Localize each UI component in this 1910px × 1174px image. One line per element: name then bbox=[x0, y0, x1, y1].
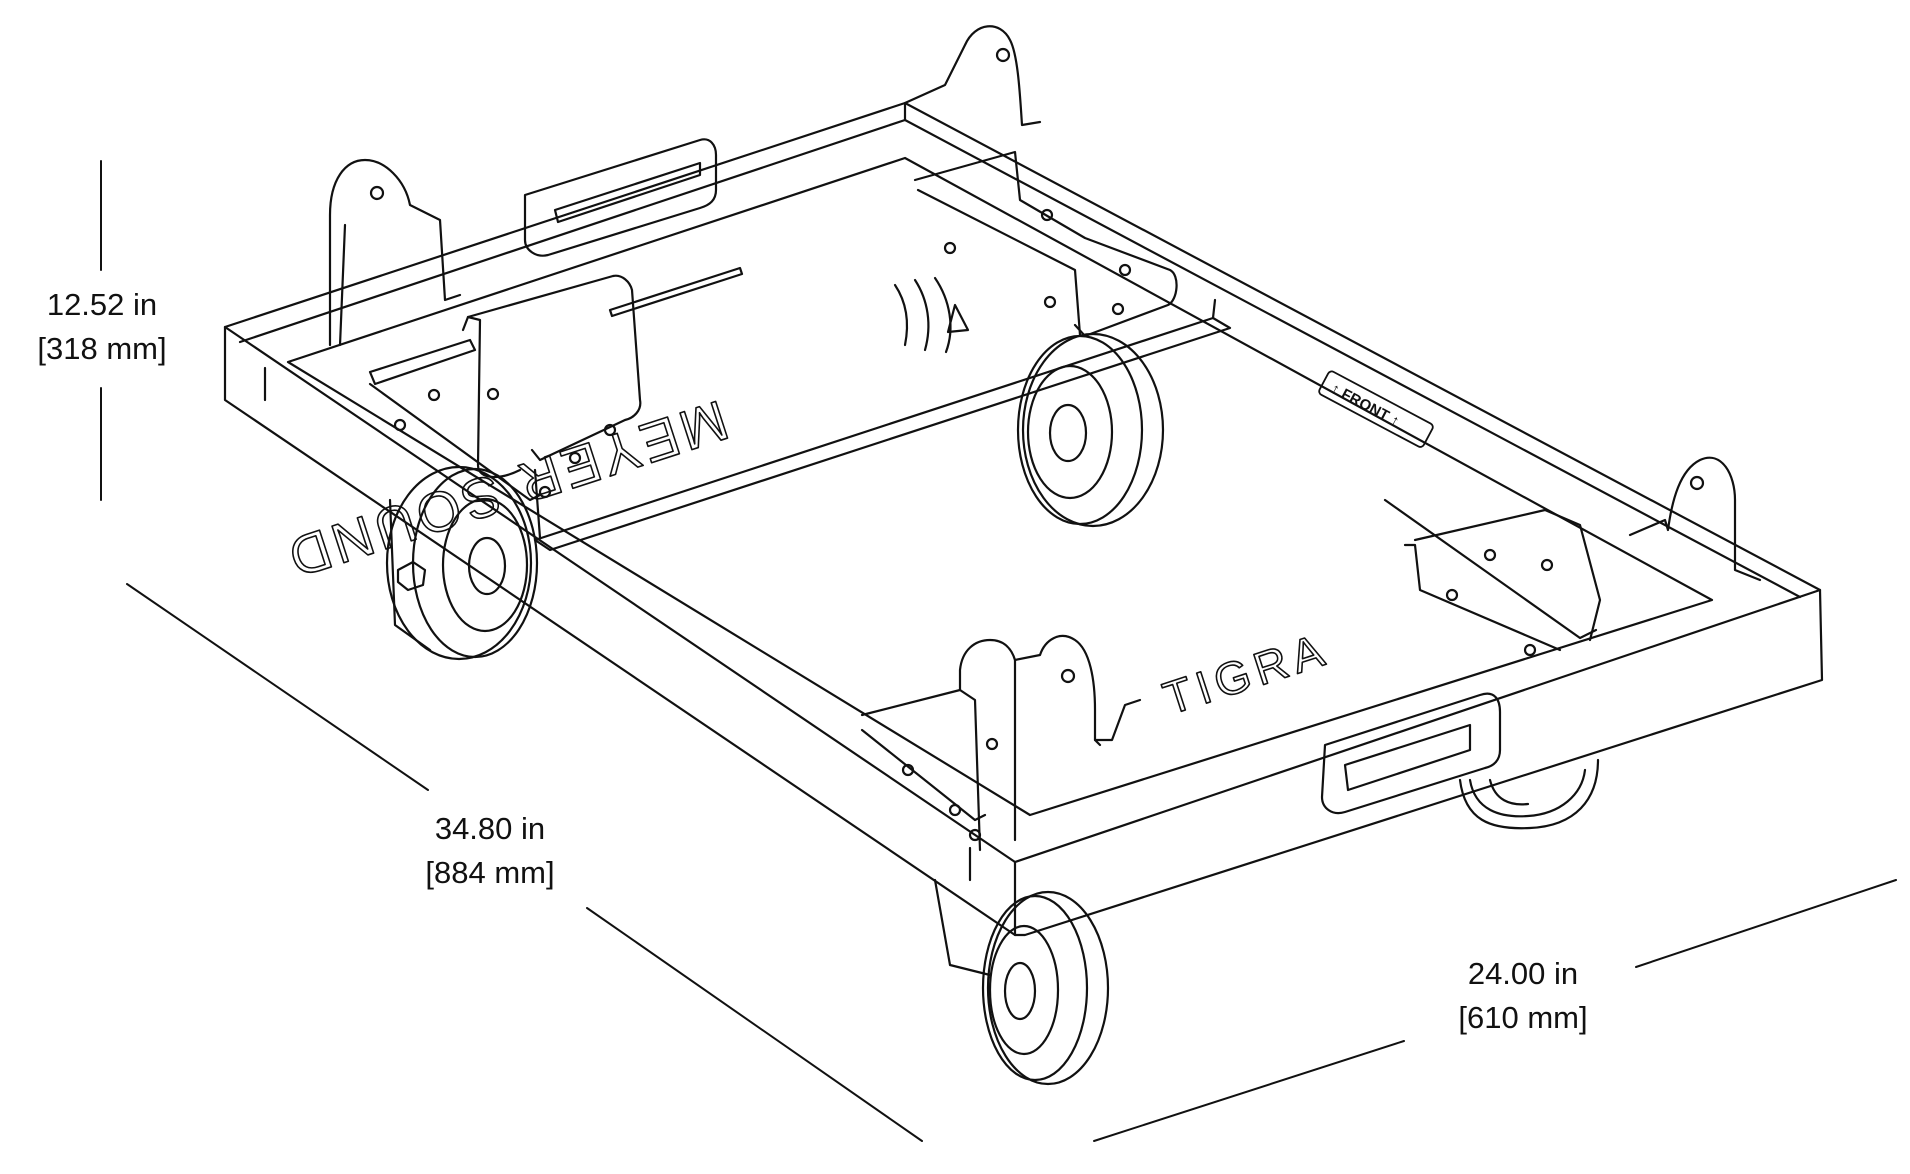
width-metric: [610 mm] bbox=[1458, 1000, 1588, 1035]
bracket-back-left bbox=[368, 274, 642, 502]
rear-handle bbox=[523, 138, 718, 257]
height-metric: [318 mm] bbox=[37, 331, 167, 366]
bracket-back-right bbox=[913, 150, 1178, 338]
width-dimension-label: 24.00 in [610 mm] bbox=[1438, 952, 1608, 1040]
width-imperial: 24.00 in bbox=[1467, 956, 1579, 991]
bracket-front-left bbox=[860, 688, 999, 852]
frame-tray bbox=[286, 156, 1714, 817]
caster-back-right bbox=[1016, 332, 1165, 528]
length-dim-line-upper bbox=[126, 583, 429, 791]
tower-back-left bbox=[328, 158, 462, 347]
logo-slot bbox=[608, 266, 744, 318]
logo-wave-mark bbox=[893, 283, 909, 347]
caster-front-left bbox=[933, 878, 1110, 1086]
front-brand-area: TIGRA bbox=[1156, 622, 1336, 726]
tower-front-right bbox=[1628, 456, 1762, 582]
length-dim-line-lower bbox=[586, 907, 923, 1142]
front-handle bbox=[1320, 692, 1502, 815]
width-dim-line-lower bbox=[1093, 1040, 1405, 1142]
width-dim-line-upper bbox=[1635, 879, 1897, 968]
logo-area: MEYER SOUND bbox=[277, 266, 970, 592]
height-dimension-label: 12.52 in [318 mm] bbox=[22, 283, 182, 371]
length-metric: [884 mm] bbox=[425, 855, 555, 890]
dimension-lines bbox=[100, 160, 1897, 1142]
length-imperial: 34.80 in bbox=[434, 811, 546, 846]
center-divider bbox=[533, 316, 1232, 552]
bracket-front-right bbox=[1383, 498, 1602, 657]
tigra-brand-text: TIGRA bbox=[1157, 622, 1335, 724]
front-label-plate: ↑ FRONT ↑ bbox=[1318, 370, 1434, 448]
tower-back-right bbox=[903, 25, 1042, 127]
length-dimension-label: 34.80 in [884 mm] bbox=[405, 807, 575, 895]
tower-front-left bbox=[958, 634, 1142, 842]
cart-frame bbox=[223, 101, 1824, 937]
meyer-sound-logo-text: MEYER SOUND bbox=[278, 389, 736, 591]
height-imperial: 12.52 in bbox=[46, 287, 158, 322]
frame-outer-rim bbox=[223, 101, 1824, 937]
